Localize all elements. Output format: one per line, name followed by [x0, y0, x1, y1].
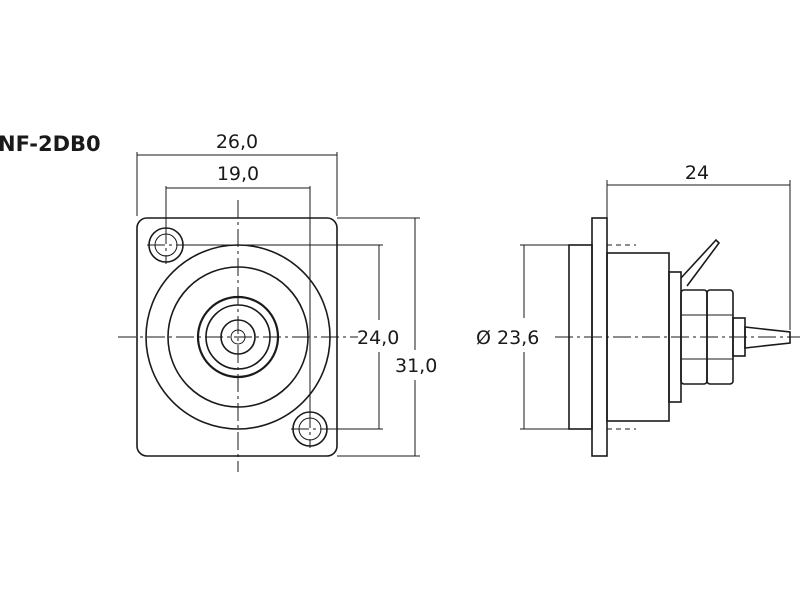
dimension-label: 31,0: [395, 355, 437, 377]
front-view: [118, 200, 358, 472]
dimension-label: 26,0: [216, 131, 258, 153]
dimension-depth: 24: [606, 162, 791, 330]
model-title: NF-2DB0: [0, 132, 101, 156]
dimension-label: 19,0: [217, 163, 259, 185]
dimension-height-inner: 24,0: [185, 244, 399, 430]
dimension-label: 24,0: [357, 327, 399, 349]
dimension-height-outer: 31,0: [337, 217, 437, 457]
side-view: [555, 217, 800, 457]
side-ground-lug: [680, 238, 721, 287]
dimension-diameter: Ø 23,6: [476, 244, 569, 430]
side-solder-tab: [744, 326, 791, 349]
dimension-label: Ø 23,6: [476, 327, 539, 349]
dimension-width-outer: 26,0: [136, 131, 338, 216]
dimension-label: 24: [685, 162, 709, 184]
dimension-width-inner: 19,0: [165, 163, 311, 410]
